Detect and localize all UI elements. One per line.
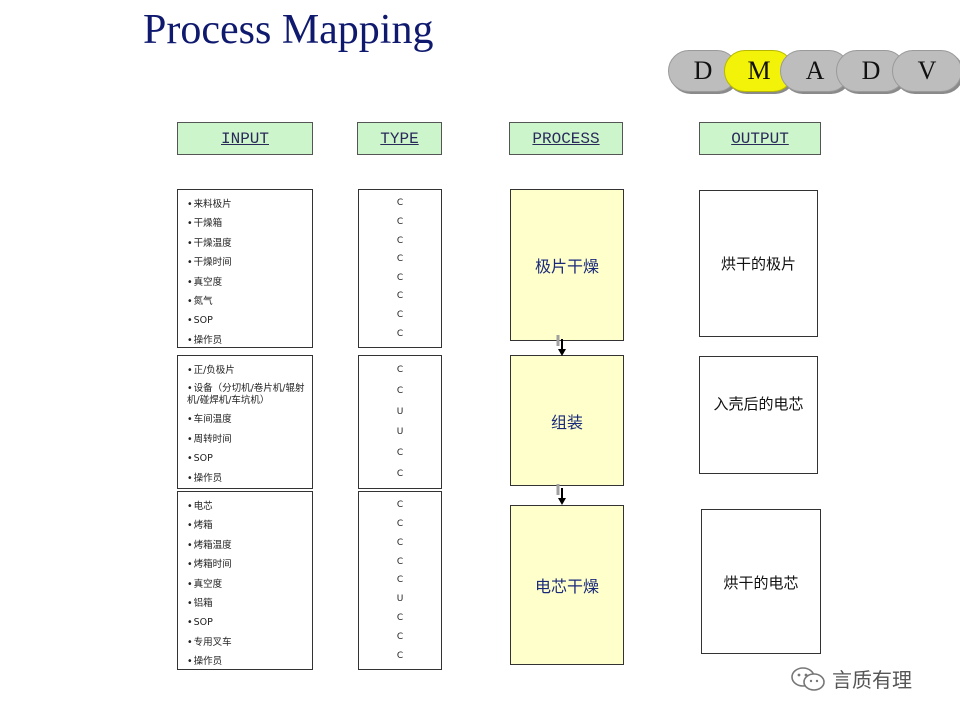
input-item: 电芯 <box>187 497 312 516</box>
type-code: C <box>396 216 404 227</box>
input-header: INPUT <box>177 122 313 155</box>
type-box-drying: C C C C C C C C <box>358 189 442 348</box>
type-code: C <box>396 500 404 511</box>
type-code: C <box>396 291 404 302</box>
phase-verify: V <box>892 50 960 92</box>
output-box-dried-cells: 烘干的电芯 <box>701 509 821 654</box>
input-item: 烤箱 <box>187 516 312 535</box>
input-item: 操作员 <box>187 469 312 488</box>
type-code: C <box>396 447 404 458</box>
type-code: C <box>396 468 404 479</box>
input-item: 真空度 <box>187 273 312 292</box>
input-item: 操作员 <box>187 652 312 671</box>
type-code: C <box>396 198 404 209</box>
process-header: PROCESS <box>509 122 623 155</box>
input-item: 干燥时间 <box>187 253 312 272</box>
page-title: Process Mapping <box>143 7 434 53</box>
type-code: C <box>396 650 404 661</box>
input-box-cell-drying: 电芯 烤箱 烤箱温度 烤箱时间 真空度 铝箱 SOP 专用叉车 操作员 <box>177 491 313 670</box>
phase-analyze: A <box>780 50 850 92</box>
input-item: 专用叉车 <box>187 633 312 652</box>
type-box-cell-drying: C C C C C U C C C <box>358 491 442 670</box>
output-header: OUTPUT <box>699 122 821 155</box>
input-item: 干燥温度 <box>187 234 312 253</box>
watermark: 言质有理 <box>790 664 912 693</box>
type-code: C <box>396 556 404 567</box>
input-item: 周转时间 <box>187 430 312 449</box>
type-code: C <box>396 612 404 623</box>
watermark-text: 言质有理 <box>832 668 912 692</box>
input-item: SOP <box>187 311 312 330</box>
type-code: C <box>396 254 404 265</box>
input-item: SOP <box>187 613 312 632</box>
input-item: 来料极片 <box>187 195 312 214</box>
output-box-cased-cells: 入壳后的电芯 <box>699 356 818 474</box>
input-item: 氮气 <box>187 292 312 311</box>
process-step-cell-drying: 电芯干燥 <box>510 505 624 665</box>
type-code: C <box>396 235 404 246</box>
input-item: 车间温度 <box>187 410 312 429</box>
flow-arrow-down-icon <box>556 484 566 505</box>
flow-arrow-down-icon <box>556 335 566 356</box>
type-code: U <box>396 594 404 605</box>
type-code: U <box>396 406 404 417</box>
dmadv-phase-bar: D M A D V <box>668 50 960 94</box>
input-item: SOP <box>187 449 312 468</box>
type-code: C <box>396 310 404 321</box>
type-code: C <box>396 519 404 530</box>
input-item: 设备（分切机/卷片机/辊射机/碰焊机/车坑机） <box>187 380 312 410</box>
input-box-assembly: 正/负极片 设备（分切机/卷片机/辊射机/碰焊机/车坑机） 车间温度 周转时间 … <box>177 355 313 489</box>
type-code: C <box>396 575 404 586</box>
type-code: C <box>396 328 404 339</box>
output-box-dried-sheets: 烘干的极片 <box>699 190 818 337</box>
input-item: 烤箱时间 <box>187 555 312 574</box>
input-item: 操作员 <box>187 331 312 350</box>
type-code: C <box>396 385 404 396</box>
process-step-assembly: 组装 <box>510 355 624 486</box>
type-header: TYPE <box>357 122 442 155</box>
input-item: 真空度 <box>187 575 312 594</box>
input-box-drying: 来料极片 干燥箱 干燥温度 干燥时间 真空度 氮气 SOP 操作员 <box>177 189 313 348</box>
input-item: 干燥箱 <box>187 214 312 233</box>
type-code: C <box>396 365 404 376</box>
input-item: 铝箱 <box>187 594 312 613</box>
type-code: C <box>396 631 404 642</box>
input-item: 正/负极片 <box>187 361 312 380</box>
type-code: U <box>396 427 404 438</box>
type-code: C <box>396 537 404 548</box>
process-step-sheet-drying: 极片干燥 <box>510 189 624 341</box>
wechat-icon <box>791 666 825 691</box>
type-box-assembly: C C U U C C <box>358 355 442 489</box>
type-code: C <box>396 272 404 283</box>
input-item: 烤箱温度 <box>187 536 312 555</box>
